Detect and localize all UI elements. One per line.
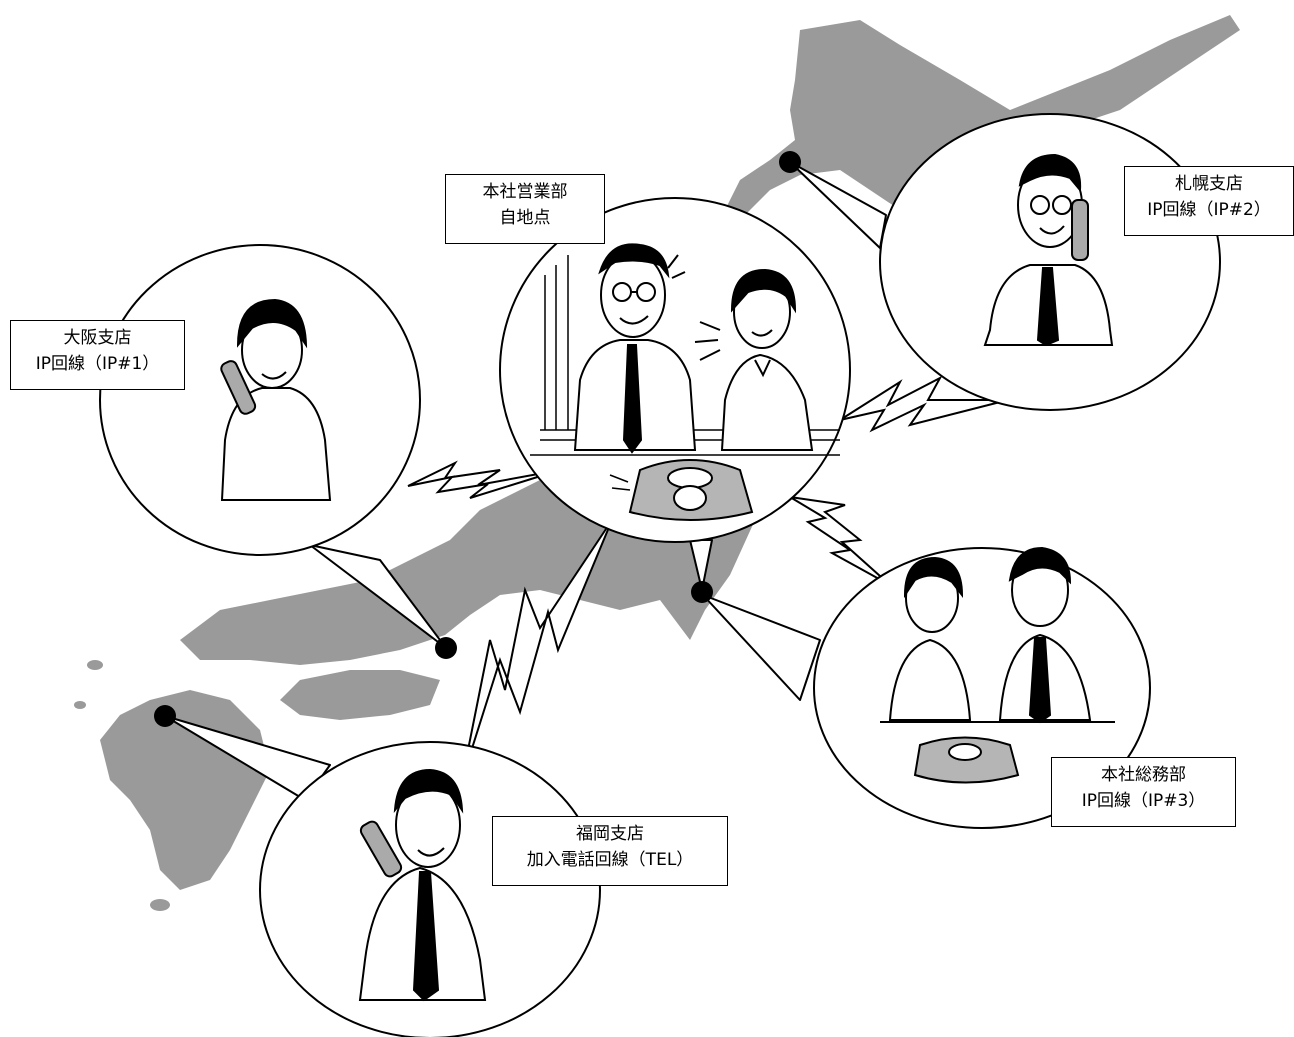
hq-sales-label: 本社営業部 自地点	[445, 174, 605, 244]
kyushu-island	[100, 690, 270, 890]
osaka-callout-tail	[309, 544, 447, 649]
shikoku-island	[280, 670, 440, 720]
fukuoka-scene	[358, 768, 487, 1002]
sapporo-name: 札幌支店	[1175, 174, 1243, 194]
callout-tails	[164, 161, 887, 801]
hq-general-label: 本社総務部 IP回線（IP#3）	[1051, 757, 1236, 827]
woman-figure	[694, 268, 814, 451]
location-markers	[154, 151, 801, 727]
hq-general-scene	[880, 546, 1115, 784]
small-island	[150, 899, 170, 911]
osaka-label: 大阪支店 IP回線（IP#1）	[10, 320, 185, 390]
fukuoka-label: 福岡支店 加入電話回線（TEL）	[492, 816, 728, 886]
location-dot-icon	[779, 151, 801, 173]
hq-sales-line: 自地点	[499, 208, 551, 228]
sapporo-scene	[983, 153, 1114, 347]
hq-sales-name: 本社営業部	[482, 182, 568, 202]
location-dot-icon	[435, 637, 457, 659]
hq-general-callout-tail	[702, 594, 821, 701]
location-dot-icon	[691, 581, 713, 603]
man-figure	[573, 243, 697, 454]
hq-general-line: IP回線（IP#3）	[1081, 791, 1206, 811]
fukuoka-name: 福岡支店	[576, 824, 644, 844]
osaka-name: 大阪支店	[63, 328, 132, 348]
osaka-scene	[220, 298, 332, 501]
sapporo-label: 札幌支店 IP回線（IP#2）	[1124, 166, 1294, 236]
conference-phone-icon	[609, 459, 754, 521]
small-island	[74, 701, 86, 709]
honshu-island	[180, 200, 800, 665]
hokkaido-island	[725, 15, 1240, 215]
lightning-bolt-icon	[789, 496, 891, 586]
location-dot-icon	[154, 705, 176, 727]
hq-general-name: 本社総務部	[1101, 765, 1186, 785]
osaka-line: IP回線（IP#1）	[35, 354, 160, 374]
small-island	[87, 660, 103, 670]
sapporo-line: IP回線（IP#2）	[1147, 200, 1271, 220]
connections	[407, 375, 1009, 781]
fukuoka-line: 加入電話回線（TEL）	[526, 850, 694, 870]
hq-sales-scene	[530, 243, 840, 521]
